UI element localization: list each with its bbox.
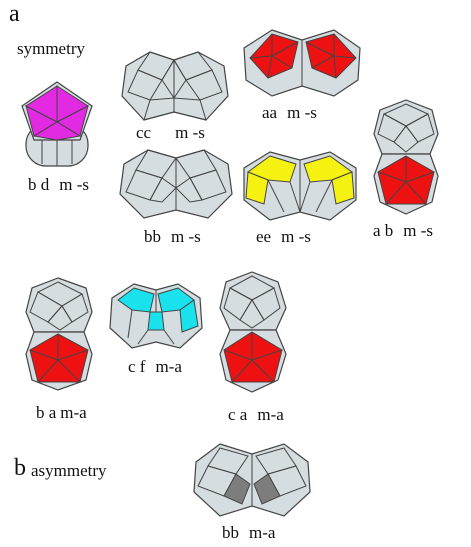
- section-a-letter: a: [9, 1, 20, 27]
- tiling-figure-cc-ms: [121, 51, 229, 121]
- tiling-figure-aa-ms: [243, 29, 361, 97]
- tiling-figure-bb-ms: [119, 149, 233, 219]
- tiling-figure-ba-ma: [25, 277, 93, 391]
- section-b-title: asymmetry: [31, 461, 107, 480]
- tiling-figure-bb-ma: [193, 443, 311, 517]
- tiling-figure-ee-ms: [243, 151, 357, 221]
- tiling-figure-ca-ma: [219, 271, 287, 393]
- tiling-figure-bd-ms: [21, 81, 93, 167]
- section-a-title: symmetry: [17, 39, 85, 58]
- tiling-figure-cf-ma: [109, 283, 203, 349]
- tiling-figure-ab-ms: [373, 99, 439, 215]
- section-b-letter: b: [14, 455, 26, 481]
